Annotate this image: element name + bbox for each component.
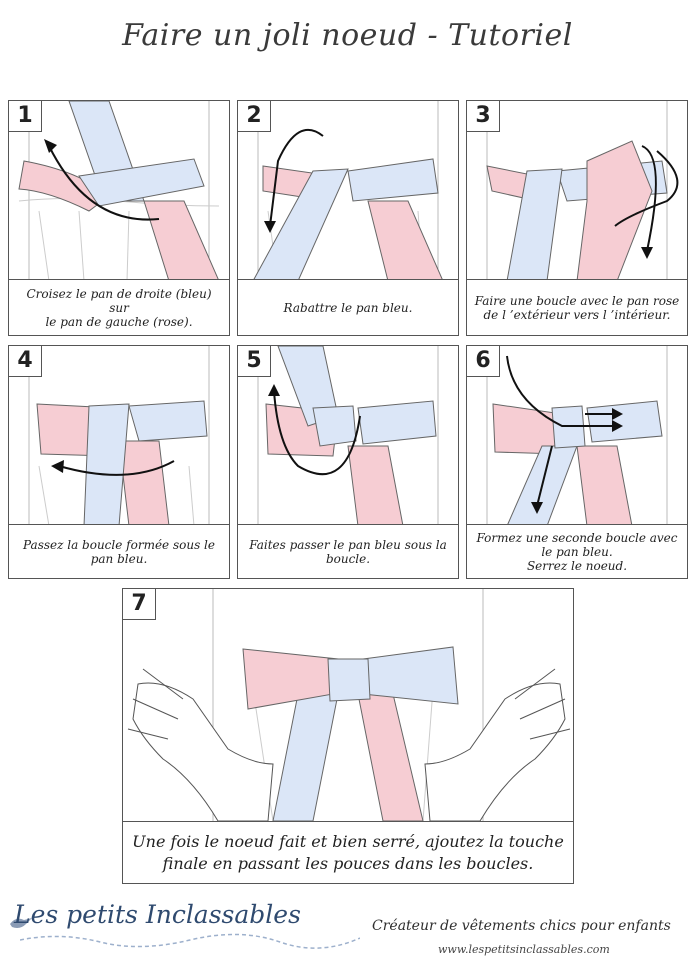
website-url: www.lespetitsinclassables.com	[438, 943, 610, 956]
step-number-2: 2	[238, 101, 271, 132]
step-number-5: 5	[238, 346, 271, 377]
step-5-illustration	[257, 346, 439, 526]
step-panel-4: 4 Passez la boucle formée sous le pan bl…	[8, 345, 230, 579]
step-number-1: 1	[9, 101, 42, 132]
step-6-illustration	[486, 346, 668, 526]
step-caption-2: Rabattre le pan bleu.	[238, 279, 458, 335]
step-3-illustration	[486, 101, 679, 281]
step-panel-3: 3 Faire une boucle avec le pan rose de l…	[466, 100, 688, 336]
step-number-4: 4	[9, 346, 42, 377]
caption-text: Rabattre le pan bleu.	[283, 300, 413, 315]
caption-text: Faire une boucle avec le pan rose de l ’…	[474, 293, 680, 322]
step-panel-5: 5 Faites passer le pan bleu sous la bouc…	[237, 345, 459, 579]
step-7-illustration	[127, 589, 571, 821]
step-number-3: 3	[467, 101, 500, 132]
step-panel-6: 6 Formez une seconde boucle avec le pan …	[466, 345, 688, 579]
step-panel-7: 7 Une fois le noeud fait et bien serré, …	[122, 588, 574, 884]
caption-text: Formez une seconde boucle avec le pan bl…	[476, 530, 678, 573]
dashed-stitch-decoration	[20, 933, 360, 949]
page-title: Faire un joli noeud - Tutoriel	[122, 18, 573, 53]
step-caption-7: Une fois le noeud fait et bien serré, aj…	[123, 821, 573, 883]
step-number-6: 6	[467, 346, 500, 377]
step-caption-1: Croisez le pan de droite (bleu) sur le p…	[9, 279, 229, 335]
step-number-7: 7	[123, 589, 156, 620]
caption-text: Une fois le noeud fait et bien serré, aj…	[132, 831, 564, 873]
step-1-illustration	[18, 101, 220, 281]
caption-text: Passez la boucle formée sous le pan bleu…	[23, 537, 215, 566]
brand-logo-text: Les petits Inclassables	[14, 900, 301, 929]
step-2-illustration	[252, 101, 444, 281]
step-caption-5: Faites passer le pan bleu sous la boucle…	[238, 524, 458, 578]
step-caption-4: Passez la boucle formée sous le pan bleu…	[9, 524, 229, 578]
caption-text: Faites passer le pan bleu sous la boucle…	[249, 537, 447, 566]
caption-text: Croisez le pan de droite (bleu) sur le p…	[26, 286, 212, 329]
brand-tagline: Créateur de vêtements chics pour enfants	[372, 918, 671, 934]
step-4-illustration	[28, 346, 210, 526]
step-panel-2: 2 Rabattre le pan bleu.	[237, 100, 459, 336]
step-caption-6: Formez une seconde boucle avec le pan bl…	[467, 524, 687, 578]
step-panel-1: 1 Croisez le pan de droite (bleu) sur le…	[8, 100, 230, 336]
bird-icon	[10, 918, 32, 928]
step-caption-3: Faire une boucle avec le pan rose de l ’…	[467, 279, 687, 335]
